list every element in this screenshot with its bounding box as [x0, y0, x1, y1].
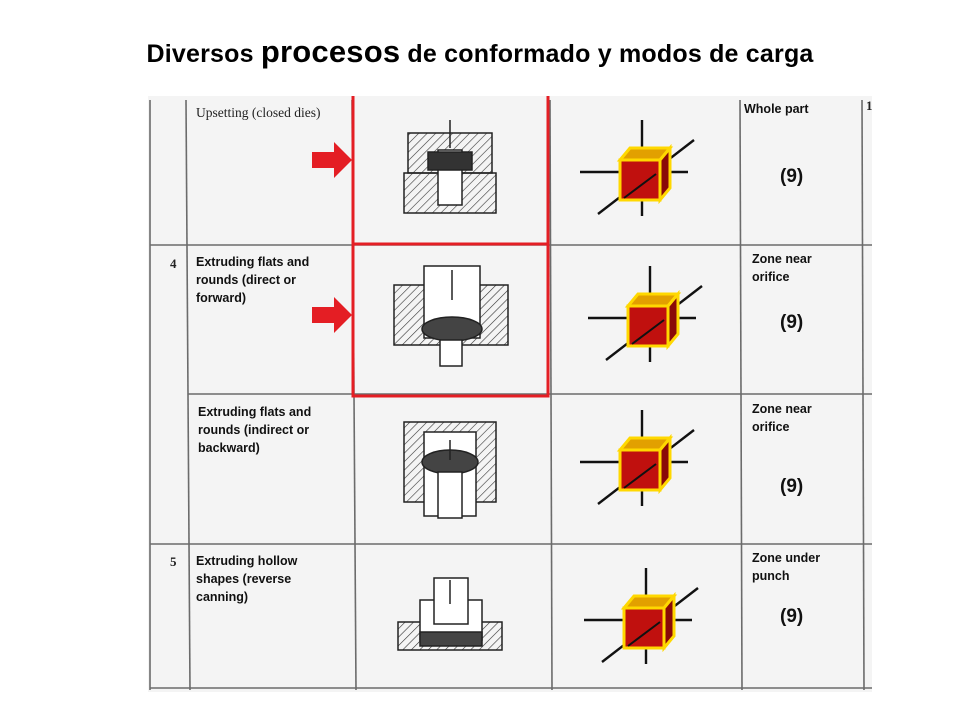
die-sketch-reverse-canning: [397, 577, 503, 651]
slide-title: Diversos procesos de conformado y modos …: [0, 34, 960, 70]
stress-cube-2: [586, 264, 704, 364]
index-value-1: (9): [780, 166, 804, 187]
stress-cube-3: [578, 408, 696, 508]
process-label-upsetting: Upsetting (closed dies): [196, 105, 321, 120]
region-label-2: Zone near orifice: [752, 252, 812, 284]
die-sketch-upsetting: [403, 120, 497, 214]
title-part-2: procesos: [260, 34, 401, 69]
process-label-reverse-canning: Extruding hollow shapes (reverse canning…: [196, 554, 298, 604]
highlight-boxes: [351, 96, 550, 398]
index-value-2: (9): [780, 312, 804, 333]
stress-cube-4: [582, 566, 700, 666]
row-number-4: 4: [170, 256, 177, 271]
die-sketch-indirect-extrusion: [403, 421, 497, 519]
pointer-arrow-1: [312, 142, 352, 178]
corner-mark: 1: [866, 98, 873, 113]
index-value-4: (9): [780, 606, 804, 627]
stress-cube-1: [578, 118, 696, 218]
table-grid: [149, 99, 872, 691]
title-part-1: Diversos: [146, 40, 261, 68]
index-value-3: (9): [780, 476, 804, 497]
title-part-3: de conformado y modos de carga: [400, 40, 814, 68]
region-label-1: Whole part: [744, 102, 809, 116]
region-label-4: Zone under punch: [752, 551, 821, 583]
die-sketch-direct-extrusion: [393, 265, 509, 367]
region-label-3: Zone near orifice: [752, 402, 812, 434]
process-label-direct-extrusion: Extruding flats and rounds (direct or fo…: [196, 255, 310, 305]
row-number-5: 5: [170, 554, 177, 569]
process-label-indirect-extrusion: Extruding flats and rounds (indirect or …: [198, 405, 312, 455]
pointer-arrow-2: [312, 297, 352, 333]
